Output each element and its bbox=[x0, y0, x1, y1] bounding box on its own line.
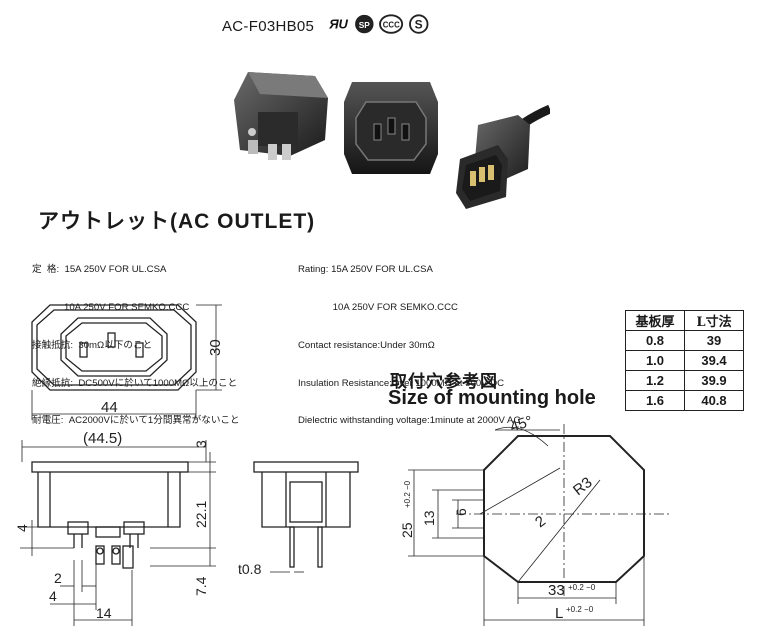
model-number: AC-F03HB05 bbox=[222, 18, 315, 35]
spec-line: Dielectric withstanding voltage:1minute … bbox=[298, 415, 521, 427]
csa-mark-icon: SP bbox=[355, 14, 374, 34]
dim-hole-height: 25 bbox=[399, 522, 415, 538]
dim-terminal-thickness: t0.8 bbox=[238, 561, 262, 577]
dim-hole-L: L bbox=[555, 605, 563, 622]
dim-hole-width: 33 bbox=[548, 582, 565, 599]
plug-view bbox=[456, 104, 550, 209]
spec-line: Insulation Resistance:Over 1000MΩ at 500… bbox=[298, 377, 505, 389]
svg-text:SP: SP bbox=[359, 20, 371, 30]
product-photo bbox=[234, 72, 550, 209]
dim-hole-angle: 45° bbox=[508, 413, 535, 436]
spec-line: 耐電圧: AC2000Vに於いて1分間異常がないこと bbox=[32, 415, 240, 427]
front-view-drawing bbox=[31, 304, 222, 420]
dim-front-height: 30 bbox=[207, 339, 224, 356]
spec-line: Contact resistance:Under 30mΩ bbox=[298, 339, 435, 351]
dim-pin-offset: 4 bbox=[14, 524, 30, 532]
ur-mark-icon: Я U bbox=[328, 17, 348, 32]
dim-flange-width: (44.5) bbox=[83, 430, 122, 447]
dim-hole-mid: 13 bbox=[421, 510, 437, 526]
dim-hole-radius: R3 bbox=[570, 474, 596, 499]
dim-hole-small: 6 bbox=[453, 508, 469, 516]
panel-thickness-table: 基板厚 L寸法 0.8 39 1.0 39.4 1.2 39.9 1.6 40.… bbox=[625, 310, 744, 411]
specs-english: Rating: 15A 250V FOR UL.CSA 10A 250V FOR… bbox=[298, 239, 520, 441]
dim-hole-chamfer: 2 bbox=[532, 513, 549, 532]
table-row: 0.8 39 bbox=[625, 330, 744, 351]
dim-hole-L-tol: +0.2 −0 bbox=[566, 605, 594, 614]
spec-line: 定 格: 15A 250V FOR UL.CSA bbox=[32, 264, 167, 276]
dim-terminal-gap: 2 bbox=[54, 570, 62, 586]
side-view-drawing bbox=[20, 440, 216, 626]
outlet-front-view bbox=[344, 82, 438, 174]
section-title: アウトレット(AC OUTLET) bbox=[38, 210, 316, 233]
dim-front-width: 44 bbox=[101, 399, 118, 416]
svg-text:S: S bbox=[415, 18, 423, 32]
dim-hole-width-tol: +0.2 −0 bbox=[568, 583, 596, 592]
table-cell: 40.8 bbox=[684, 390, 744, 411]
svg-text:U: U bbox=[338, 17, 348, 32]
table-cell: 1.0 bbox=[625, 350, 685, 371]
dim-terminal-length: 7.4 bbox=[193, 576, 209, 596]
table-row: 1.0 39.4 bbox=[625, 350, 744, 371]
svg-text:Я: Я bbox=[328, 17, 339, 32]
spec-line: 10A 250V FOR SEMKO.CCC bbox=[298, 301, 458, 313]
dim-body-depth: 22.1 bbox=[193, 501, 209, 528]
table-cell: 39.9 bbox=[684, 370, 744, 391]
spec-line: Rating: 15A 250V FOR UL.CSA bbox=[298, 264, 433, 276]
mounting-hole-drawing bbox=[408, 424, 670, 626]
table-cell: 39 bbox=[684, 330, 744, 351]
ccc-mark-icon: CCC bbox=[379, 14, 404, 34]
table-header: 基板厚 bbox=[625, 310, 685, 331]
dim-hole-height-tol: +0.2 −0 bbox=[403, 480, 412, 508]
table-cell: 1.6 bbox=[625, 390, 685, 411]
spec-line: 10A 250V FOR SEMKO.CCC bbox=[32, 301, 190, 313]
svg-text:CCC: CCC bbox=[383, 20, 400, 29]
end-view-drawing bbox=[253, 461, 359, 573]
certification-marks: Я U SP CCC S bbox=[328, 14, 429, 34]
table-row: 1.6 40.8 bbox=[625, 390, 744, 411]
dim-terminal-spacing: 4 bbox=[49, 588, 57, 604]
s-mark-icon: S bbox=[409, 14, 429, 34]
dim-flange-thickness: 3 bbox=[193, 440, 209, 448]
dim-terminal-total: 14 bbox=[96, 605, 112, 621]
mounting-title-en: Size of mounting hole bbox=[388, 387, 596, 409]
outlet-rear-view bbox=[234, 72, 328, 160]
mounting-title-jp: 取付穴参考図 bbox=[390, 372, 498, 392]
